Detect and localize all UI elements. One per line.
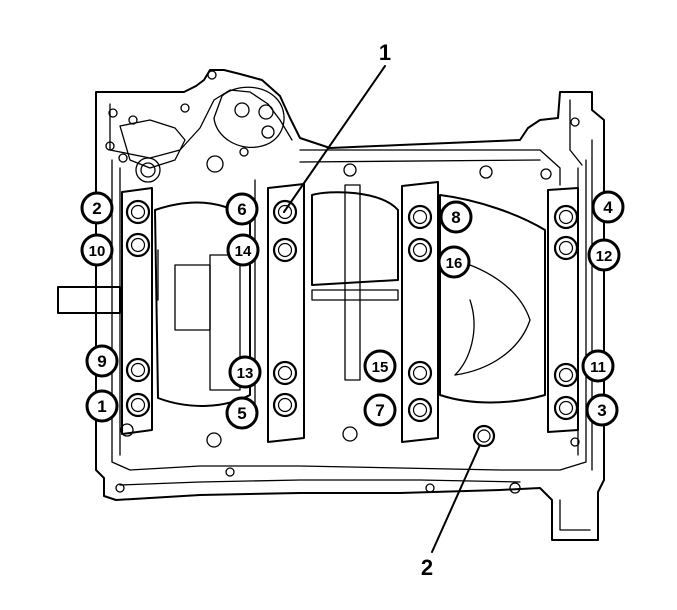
sequence-number: 16 (446, 255, 463, 272)
sequence-number: 12 (596, 248, 613, 265)
block-outline (95, 69, 605, 541)
sequence-number: 3 (597, 401, 606, 420)
bolt-9 (125, 357, 151, 383)
sequence-number: 15 (372, 359, 389, 376)
callout-2-label: 2 (421, 555, 433, 580)
callout-2: 2 (421, 435, 485, 580)
sequence-marker-2: 2 (80, 191, 114, 225)
bolt-4 (553, 204, 579, 230)
sequence-marker-11: 11 (581, 349, 615, 383)
bolt-1 (125, 392, 151, 418)
bolt-5 (272, 392, 298, 418)
sequence-marker-8: 8 (439, 200, 473, 234)
sequence-marker-6: 6 (225, 192, 259, 226)
sequence-marker-12: 12 (587, 238, 621, 272)
bolt-3 (553, 395, 579, 421)
crankshaft (154, 179, 546, 421)
sequence-number: 6 (237, 200, 246, 219)
bolt-13 (272, 360, 298, 386)
main-bearing-bolts (125, 199, 579, 423)
sequence-number: 13 (237, 365, 254, 382)
bolt-14 (272, 237, 298, 263)
sequence-marker-4: 4 (591, 190, 625, 224)
sequence-marker-7: 7 (363, 393, 397, 427)
sequence-marker-14: 14 (226, 233, 260, 267)
sequence-number: 2 (92, 199, 101, 218)
sequence-number: 10 (89, 243, 106, 260)
bolt-8 (407, 204, 433, 230)
callout-1: 1 (283, 40, 391, 213)
bolt-2 (125, 199, 151, 225)
sequence-marker-9: 9 (85, 344, 119, 378)
bolt-12 (553, 235, 579, 261)
sequence-number: 5 (237, 404, 246, 423)
sequence-marker-5: 5 (225, 396, 259, 430)
sequence-marker-1: 1 (85, 389, 119, 423)
bolt-7 (407, 397, 433, 423)
sequence-number: 1 (97, 397, 106, 416)
bolt-15 (407, 360, 433, 386)
oil-pan-bolt (472, 424, 496, 448)
sequence-number: 7 (375, 401, 384, 420)
sequence-marker-16: 16 (437, 245, 471, 279)
bolt-10 (125, 232, 151, 258)
sequence-marker-3: 3 (585, 393, 619, 427)
sequence-marker-10: 10 (80, 233, 114, 267)
crankshaft-snout (57, 286, 121, 314)
bolt-16 (407, 237, 433, 263)
sequence-number: 14 (235, 243, 252, 260)
sequence-number: 9 (97, 352, 106, 371)
reference-holes (105, 70, 580, 494)
sequence-number: 8 (451, 208, 460, 227)
sequence-marker-15: 15 (363, 349, 397, 383)
sequence-marker-13: 13 (228, 355, 262, 389)
sequence-number: 4 (603, 198, 613, 217)
bolt-11 (553, 362, 579, 388)
sequence-number: 11 (590, 359, 606, 376)
callout-1-label: 1 (379, 40, 391, 65)
